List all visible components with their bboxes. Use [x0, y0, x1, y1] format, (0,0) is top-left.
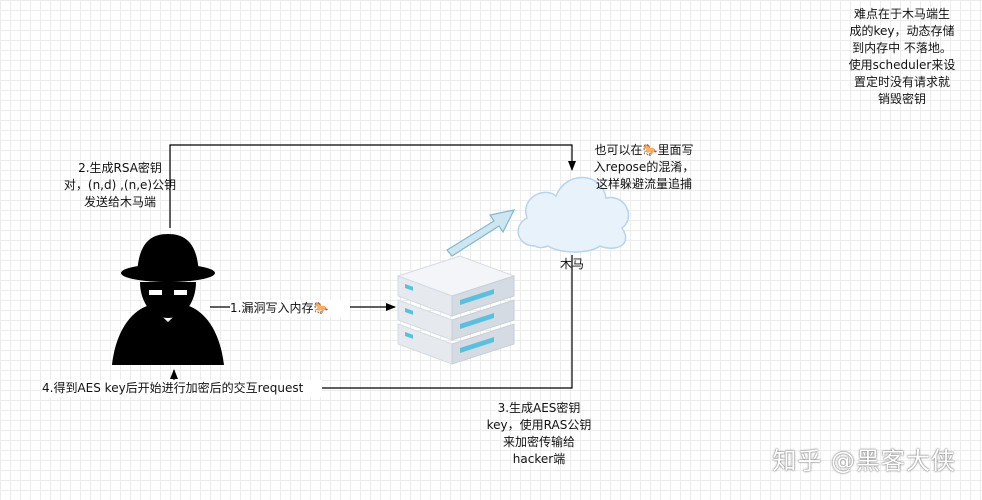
cloud-icon [517, 176, 630, 253]
label-trojan: 木马 [559, 257, 584, 271]
server-unit [397, 323, 515, 365]
label-step2: 2.生成RSA密钥 对，(n,d) ,(n,e)公钥 发送给木马端 [63, 161, 177, 209]
label-step4: 4.得到AES key后开始进行加密后的交互request [42, 380, 322, 397]
note-top-right: 难点在于木马端生 成的key，动态存储 到内存中 不落地。 使用schedule… [848, 7, 956, 106]
server-unit [396, 255, 516, 317]
watermark: 知乎 @黑客大侠 [772, 447, 956, 475]
server-icon [396, 255, 516, 365]
label-step3: 3.生成AES密钥 key，使用RAS公钥 来加密传输给 hacker端 [486, 401, 592, 466]
connector-trojan-to-hacker [170, 255, 573, 389]
connector-hacker-to-trojan [169, 144, 576, 228]
label-obfuscation: 也可以在🐎里面写 入repose的混淆， 这样躲避流量追捕 [593, 143, 695, 191]
connectors [169, 144, 576, 389]
upload-arrow [446, 209, 516, 257]
label-step1: 1.漏洞写入内存🐎 [230, 300, 350, 317]
server-unit [397, 299, 515, 341]
hacker-icon [112, 234, 224, 365]
